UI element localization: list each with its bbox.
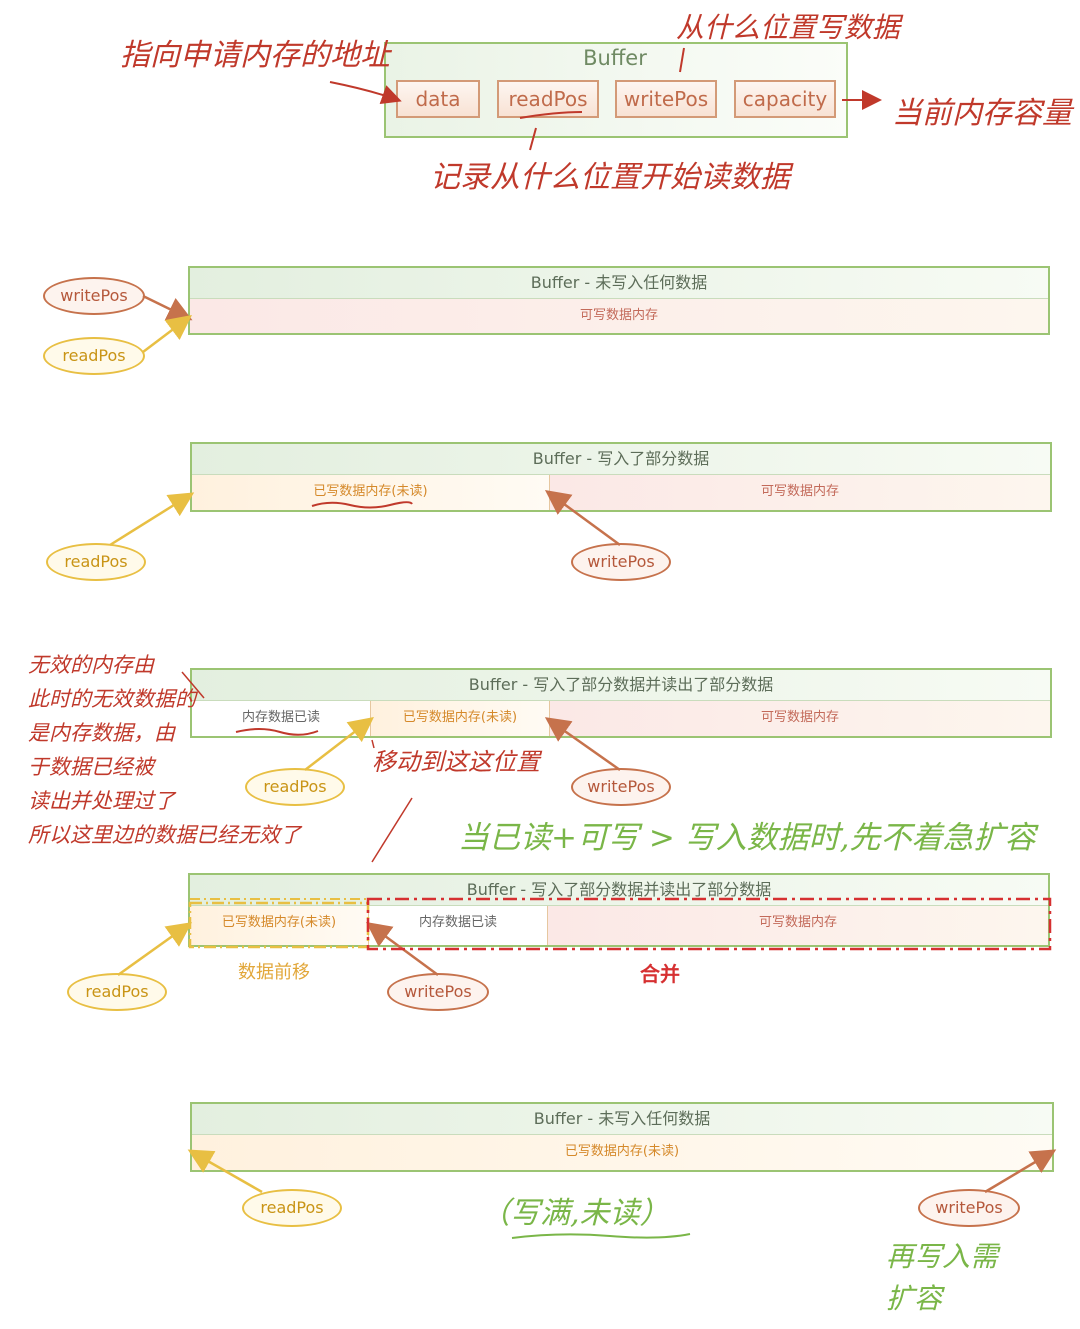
note-writepos: 从什么位置写数据 (676, 11, 901, 44)
writable-segment: 可写数据内存 (550, 701, 1050, 736)
buffer-state-full: Buffer - 未写入任何数据 已写数据内存(未读) (190, 1102, 1054, 1172)
note-need-expand: 再写入需 扩容 (886, 1240, 999, 1315)
buffer-state-empty: Buffer - 未写入任何数据 可写数据内存 (188, 266, 1050, 335)
arrow-writepos-2 (544, 490, 621, 547)
buffer-title: Buffer - 写入了部分数据 (192, 444, 1050, 475)
merge-label: 合并 (640, 962, 680, 986)
arrow-readpos-5 (187, 1149, 263, 1194)
arrow-readpos-3 (304, 716, 374, 771)
arrow-readpos-2 (109, 492, 195, 547)
writable-segment: 可写数据内存 (548, 906, 1048, 945)
readpos-pointer: readPos (43, 337, 145, 375)
note-readpos: 记录从什么位置开始读数据 (430, 160, 790, 195)
writepos-pointer: writePos (571, 543, 671, 581)
shift-label: 数据前移 (238, 962, 310, 983)
readpos-pointer: readPos (46, 543, 146, 581)
state3-hand-strokes (181, 671, 413, 863)
buffer-state-read-write: Buffer - 写入了部分数据并读出了部分数据 内存数据已读 已写数据内存(未… (190, 668, 1052, 738)
note-no-expand: 当已读+可写 > 写入数据时,先不着急扩容 (458, 820, 1036, 856)
unread-segment: 已写数据内存(未读) (371, 701, 550, 736)
unread-segment: 已写数据内存(未读) (192, 1135, 1052, 1170)
arrow-readpos-1 (142, 314, 192, 353)
writepos-pointer: writePos (918, 1189, 1020, 1227)
writepos-pointer: writePos (571, 768, 671, 806)
unread-segment: 已写数据内存(未读) (190, 906, 369, 945)
merge-dashed-box (366, 897, 1052, 951)
arrow-readpos-4 (117, 922, 193, 977)
note-data-address: 指向申请内存的地址 (120, 38, 390, 73)
readpos-pointer: readPos (245, 768, 345, 806)
readpos-pointer: readPos (242, 1189, 342, 1227)
buffer-title: Buffer - 未写入任何数据 (190, 268, 1048, 299)
buffer-struct-title: Buffer (583, 46, 647, 70)
underline-unread (311, 501, 413, 509)
buffer-state-partial-write: Buffer - 写入了部分数据 已写数据内存(未读) 可写数据内存 (190, 442, 1052, 512)
buffer-title: Buffer - 写入了部分数据并读出了部分数据 (192, 670, 1050, 701)
buffer-title: Buffer - 未写入任何数据 (192, 1104, 1052, 1135)
writepos-pointer: writePos (43, 277, 145, 315)
field-capacity: capacity (734, 80, 836, 118)
buffer-state-compact: Buffer - 写入了部分数据并读出了部分数据 已写数据内存(未读) 内存数据… (188, 873, 1050, 947)
note-full-unread: （写满,未读） (480, 1196, 670, 1231)
writable-segment: 可写数据内存 (550, 475, 1050, 510)
note-move-position: 移动到这这位置 (372, 748, 540, 776)
read-segment: 内存数据已读 (192, 701, 371, 736)
struct-hand-strokes (329, 47, 882, 151)
unread-segment: 已写数据内存(未读) (192, 475, 550, 510)
underline-read (235, 728, 319, 736)
underline-full-note (511, 1233, 691, 1239)
field-writepos: writePos (615, 80, 717, 118)
read-segment: 内存数据已读 (369, 906, 548, 945)
readpos-pointer: readPos (67, 973, 167, 1011)
shift-dashed-box (188, 901, 370, 949)
arrow-writepos-5 (984, 1149, 1057, 1194)
note-invalid-memory: 无效的内存由 此时的无效数据的 是内存数据，由 于数据已经被 读出并处理过了 所… (28, 653, 301, 847)
buffer-title: Buffer - 写入了部分数据并读出了部分数据 (190, 875, 1048, 906)
arrow-writepos-1 (142, 294, 193, 321)
note-capacity: 当前内存容量 (892, 96, 1072, 131)
arrow-writepos-3 (544, 717, 621, 772)
writable-segment: 可写数据内存 (190, 299, 1048, 333)
field-data: data (396, 80, 480, 118)
